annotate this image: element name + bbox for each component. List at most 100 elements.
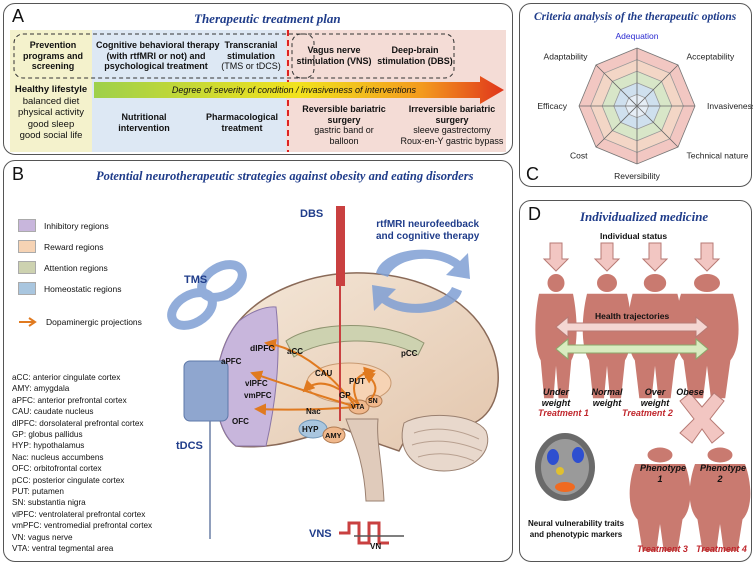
panel-a-letter: A xyxy=(12,6,25,26)
cerebellum-folds xyxy=(411,428,483,462)
region-cau: CAU xyxy=(315,369,333,378)
amygdala-region xyxy=(322,426,346,444)
vns-device-icon xyxy=(339,521,404,545)
radar-chart: AdequationAcceptabilityInvasivenessTechn… xyxy=(537,31,753,181)
region-pcc: pCC xyxy=(401,349,418,358)
abbr-item: GP: globus pallidus xyxy=(12,430,83,440)
individual-status-label: Individual status xyxy=(600,231,668,241)
radar-label-cost: Cost xyxy=(570,150,588,160)
figure-obese xyxy=(675,274,739,399)
region-ofc: OFC xyxy=(232,417,249,426)
phenotype-split-arrow xyxy=(679,392,725,444)
legend-attention: Attention regions xyxy=(18,261,108,274)
severity-arrow xyxy=(94,76,504,104)
tdcs-label: tDCS xyxy=(176,440,203,452)
radar-axis xyxy=(595,105,638,148)
region-apfc: aPFC xyxy=(221,357,242,366)
region-dlpfc: dlPFC xyxy=(250,343,275,353)
treatment-1-label: Treatment 1 xyxy=(538,408,589,418)
radar-label-adaptability: Adaptability xyxy=(544,52,589,62)
figure-underweight xyxy=(535,274,577,399)
treatment-2-label: Treatment 2 xyxy=(622,408,673,418)
abbr-item: vlPFC: ventrolateral prefrontal cortex xyxy=(12,509,146,519)
panel-c: Criteria analysis of the therapeutic opt… xyxy=(519,3,753,187)
vns-label: VNS xyxy=(309,528,332,540)
brain-scan-image xyxy=(535,433,595,501)
legend-reward: Reward regions xyxy=(18,240,104,253)
legend-dopaminergic: Dopaminergic projections xyxy=(18,317,142,327)
tms-label: TMS xyxy=(184,274,208,286)
abbr-item: aCC: anterior cingulate cortex xyxy=(12,373,121,382)
region-nac: Nac xyxy=(306,407,321,416)
abbr-item: CAU: caudate nucleus xyxy=(12,407,94,417)
tdcs-pad-icon xyxy=(183,360,229,539)
panel-a-background xyxy=(10,30,506,152)
abbr-item: vmPFC: ventromedial prefrontal cortex xyxy=(12,521,153,531)
panel-d-letter: D xyxy=(528,204,541,224)
brain-illustration xyxy=(167,206,499,545)
abbr-item: dlPFC: dorsolateral prefrontal cortex xyxy=(12,418,144,428)
panel-b-letter: B xyxy=(12,164,25,184)
panel-b-title: Potential neurotherapeutic strategies ag… xyxy=(96,169,474,183)
cingulate-region xyxy=(285,325,425,358)
panel-c-title: Criteria analysis of the therapeutic opt… xyxy=(534,11,737,23)
abbr-item: VN: vagus nerve xyxy=(12,532,73,542)
panel-d-title: Individualized medicine xyxy=(580,209,709,224)
region-amy: AMY xyxy=(325,431,342,440)
dopaminergic-projections xyxy=(250,338,377,416)
abbr-item: OFC: orbitofrontal cortex xyxy=(12,464,102,474)
abbr-item: VTA: ventral tegmental area xyxy=(12,544,114,554)
radar-label-efficacy: Efficacy xyxy=(537,101,567,111)
region-acc: aCC xyxy=(287,347,304,356)
abbr-item: pCC: posterior cingulate cortex xyxy=(12,475,125,485)
region-put: PUT xyxy=(349,377,365,386)
region-vlpfc: vlPFC xyxy=(245,379,268,388)
abbr-item: aPFC: anterior prefrontal cortex xyxy=(12,395,127,405)
weight-obese: Obese xyxy=(676,387,704,397)
body-figures xyxy=(535,242,751,551)
panel-a-title: Therapeutic treatment plan xyxy=(194,11,341,26)
inhibitory-swatch xyxy=(18,219,36,232)
abbr-item: SN: substantia nigra xyxy=(12,498,86,508)
severity-arrow-label: Degree of severity of condition / invasi… xyxy=(171,85,417,95)
panel-d: D Individualized medicine Individual sta… xyxy=(519,200,752,562)
radar-axis xyxy=(636,64,679,107)
radar-label-reversibility: Reversibility xyxy=(614,171,661,181)
radar-label-technical-nature: Technical nature xyxy=(686,150,748,160)
neuromod-box xyxy=(291,33,455,79)
reward-swatch xyxy=(18,240,36,253)
attention-swatch xyxy=(18,261,36,274)
panel-c-letter: C xyxy=(526,164,539,184)
cerebellum xyxy=(401,414,489,472)
legend-inhibitory: Inhibitory regions xyxy=(18,219,109,232)
panel-b: B Potential neurotherapeutic strategies … xyxy=(3,160,513,562)
vn-label: VN xyxy=(370,542,382,551)
region-sn: SN xyxy=(368,398,378,405)
legend-homeostatic: Homeostatic regions xyxy=(18,282,121,295)
radar-label-acceptability: Acceptability xyxy=(686,52,734,62)
radar-label-adequation: Adequation xyxy=(615,31,658,41)
radar-axis xyxy=(595,64,638,107)
status-arrows xyxy=(542,242,721,272)
dbs-label: DBS xyxy=(300,208,324,220)
abbreviation-list: aCC: anterior cingulate cortex AMY: amyg… xyxy=(12,372,152,555)
region-vmpfc: vmPFC xyxy=(244,391,272,400)
region-gp: GP xyxy=(339,391,351,400)
tms-coil-icon xyxy=(167,260,247,330)
abbr-item: PUT: putamen xyxy=(12,487,64,497)
